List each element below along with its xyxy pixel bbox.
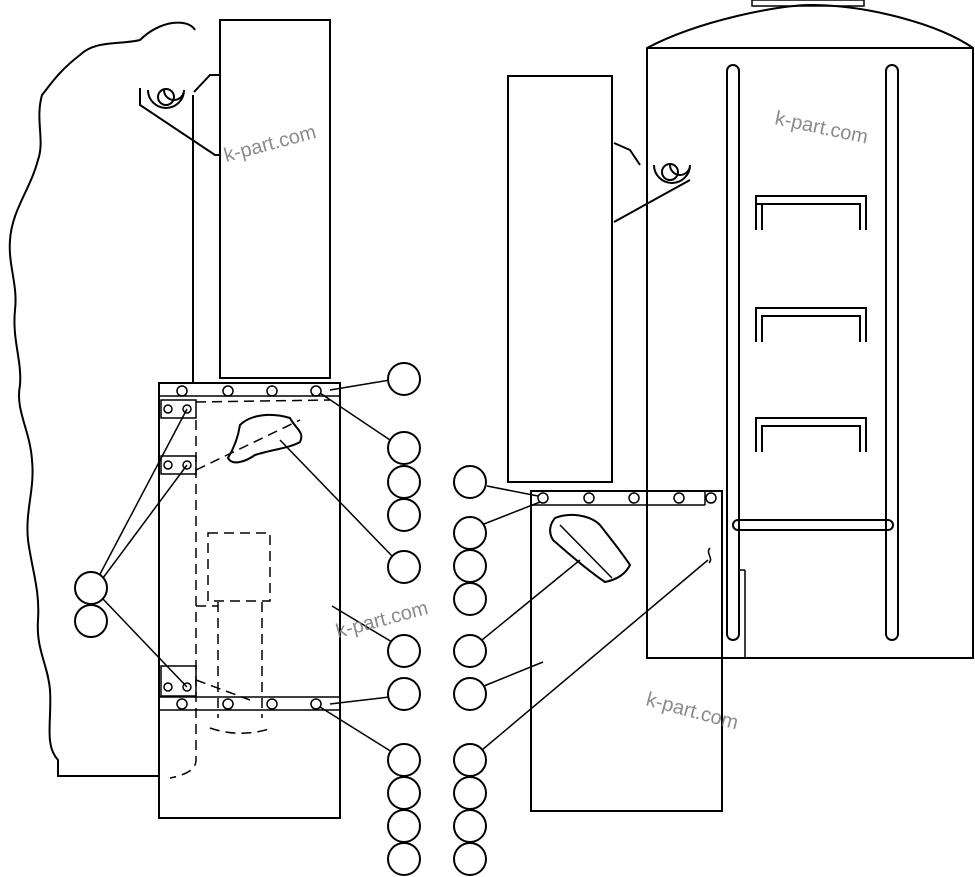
callout-bubble [453,842,487,876]
callout-bubble [453,634,487,668]
tank-body [646,3,974,659]
callout-bubble [387,743,421,777]
callout-bubble [387,498,421,532]
watermark-text: k-part.com [773,107,870,148]
callout-bubble [453,743,487,777]
callout-bubble [453,809,487,843]
ladder-rungs [755,195,867,452]
left-callouts [74,362,421,876]
callout-bubble [74,604,108,638]
callout-bubble [387,842,421,876]
callout-bubble [387,809,421,843]
right-tall-panel [507,75,613,483]
left-cab-assembly [8,19,341,819]
callout-bubble [453,465,487,499]
callout-bubble [74,571,108,605]
watermarks: k-part.com k-part.com k-part.com k-part.… [222,107,870,734]
callout-bubble [387,776,421,810]
callout-bubble [387,550,421,584]
watermark-text: k-part.com [222,121,319,167]
callout-bubble [387,362,421,396]
callout-bubble [453,549,487,583]
left-tall-panel [219,19,331,379]
watermark-text: k-part.com [644,689,741,735]
callout-bubble [453,582,487,616]
right-rail [885,64,899,641]
left-rail [726,64,740,641]
cross-bar [732,519,894,531]
callout-bubble [453,677,487,711]
callout-bubble [387,677,421,711]
callout-bubble [387,431,421,465]
right-callouts [453,465,709,876]
right-hook-bracket [613,142,691,223]
right-lower-panel [530,490,723,812]
callout-bubble [387,634,421,668]
callout-bubble [453,776,487,810]
cab-outline [8,21,196,777]
left-hook-bracket [139,74,220,156]
left-cutaway [226,413,303,464]
callout-bubble [453,516,487,550]
right-tank-assembly [507,0,974,812]
right-cutaway [549,513,632,584]
callout-bubble [387,465,421,499]
